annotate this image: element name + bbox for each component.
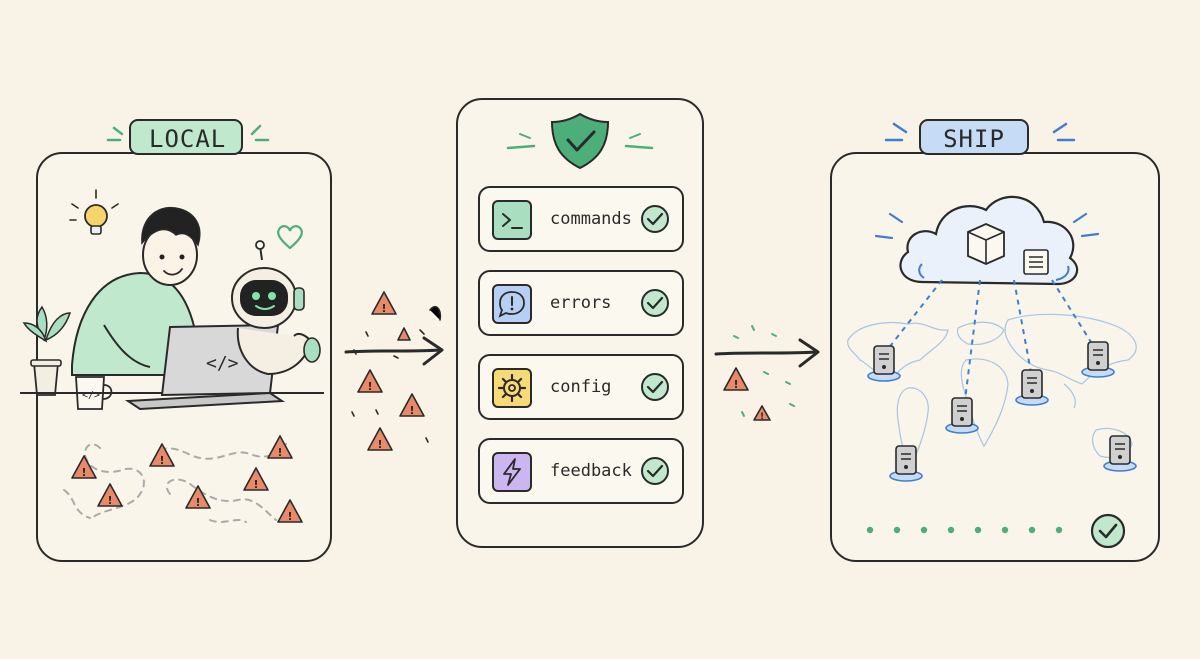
developer-illustration: </> </> [20, 206, 324, 411]
heart-icon [277, 225, 303, 250]
local-tag-sparkles [106, 124, 270, 142]
deploy-success-check-icon [1090, 513, 1126, 549]
arrow-checks-to-ship [714, 338, 820, 368]
local-error-trail [63, 443, 287, 523]
robot-assistant-icon [231, 240, 321, 376]
svg-text:</>: </> [82, 390, 100, 401]
deploy-progress-dots [866, 526, 1063, 534]
world-map-servers [847, 279, 1137, 482]
shield-check-icon [506, 112, 654, 170]
svg-text:!: ! [409, 404, 414, 417]
filtered-warning-icons: !! [723, 325, 795, 422]
arrow-local-to-checks [344, 336, 444, 366]
check-label: feedback [550, 461, 632, 481]
check-circle-icon [641, 289, 669, 317]
local-tag: LOCAL [129, 119, 243, 155]
svg-text:!: ! [159, 454, 164, 467]
svg-text:!: ! [107, 494, 112, 507]
gear-icon [492, 368, 532, 408]
check-row-commands: commands [478, 186, 684, 252]
svg-text:!: ! [760, 412, 764, 422]
svg-text:!: ! [195, 496, 200, 509]
check-row-errors: errors [478, 270, 684, 336]
svg-text:</>: </> [206, 353, 239, 374]
plant-icon [22, 305, 72, 396]
check-label: config [550, 377, 612, 397]
ship-tag: SHIP [919, 119, 1029, 155]
svg-text:!: ! [377, 438, 382, 451]
svg-text:!: ! [381, 302, 386, 315]
transit-warning-icons: !!!! [351, 291, 442, 451]
ship-tag-sparkles [884, 122, 1076, 142]
svg-text:!: ! [277, 446, 282, 459]
svg-text:!: ! [81, 466, 86, 479]
check-label: errors [550, 293, 612, 313]
svg-text:!: ! [287, 510, 292, 523]
local-warning-icons: !!! !!! ! [71, 435, 303, 523]
check-circle-icon [641, 205, 669, 233]
check-circle-icon [641, 457, 669, 485]
check-label: commands [550, 209, 632, 229]
cloud-icon [874, 195, 1100, 286]
alert-bubble-icon [492, 284, 532, 324]
package-cube-icon [967, 223, 1005, 265]
svg-text:!: ! [367, 380, 372, 393]
lightbulb-icon [69, 189, 119, 235]
check-row-config: config [478, 354, 684, 420]
document-icon [1023, 249, 1049, 275]
svg-text:!: ! [733, 378, 738, 391]
terminal-icon [492, 200, 532, 240]
check-row-feedback: feedback [478, 438, 684, 504]
lightning-icon [492, 452, 532, 492]
server-nodes [867, 341, 1137, 482]
check-circle-icon [641, 373, 669, 401]
svg-text:!: ! [253, 478, 258, 491]
